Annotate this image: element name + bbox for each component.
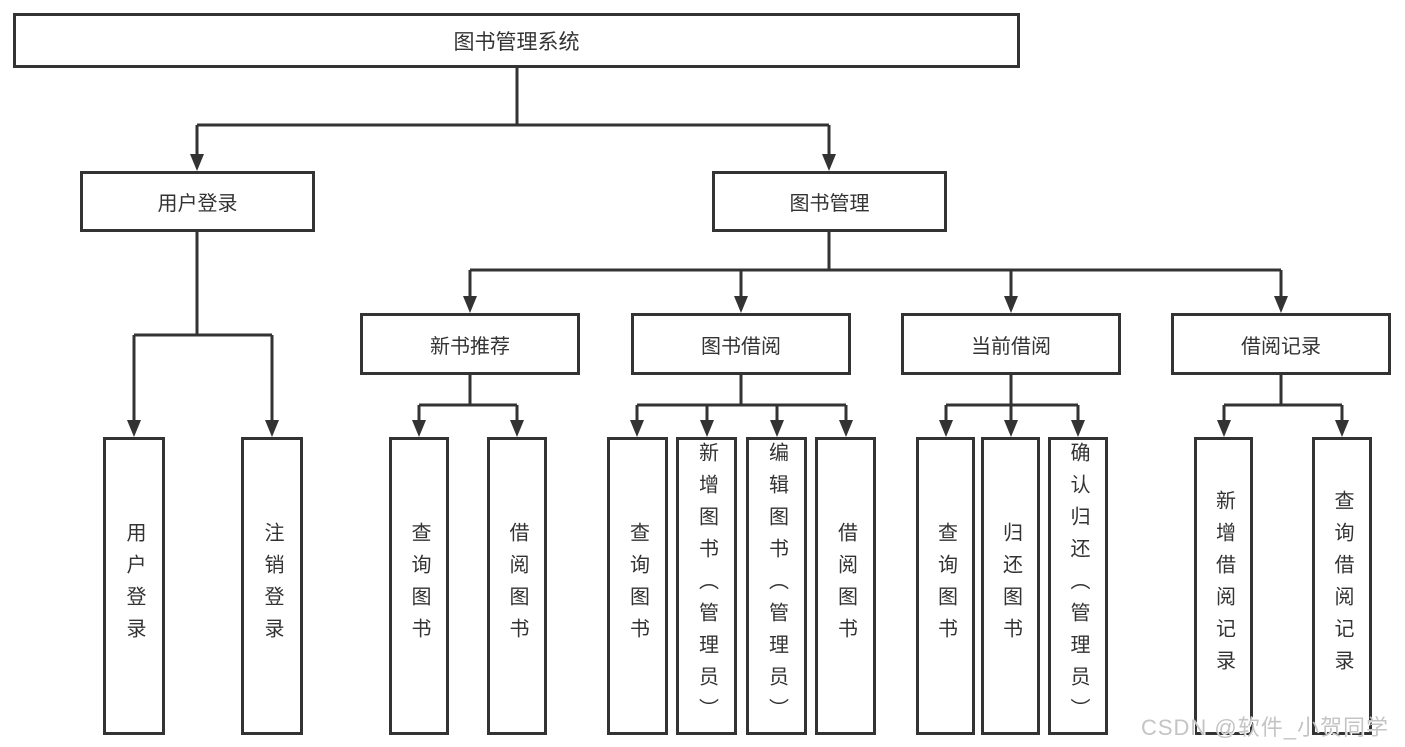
leaf-label: 借阅图书 <box>506 522 528 650</box>
node-label: 当前借阅 <box>971 335 1051 358</box>
connector-borrow-records <box>1222 375 1344 422</box>
node-label: 用户登录 <box>157 193 238 215</box>
node-new-book-recommend: 新书推荐 <box>360 313 580 375</box>
node-book-management: 图书管理 <box>712 171 947 232</box>
connector-book-borrow <box>635 375 848 422</box>
node-library-management-system: 图书管理系统 <box>13 13 1020 68</box>
arrowheads <box>127 154 1349 437</box>
leaf-label: 归还图书 <box>999 522 1022 650</box>
leaf-label: 借阅图书 <box>834 522 857 650</box>
leaf-label: 查询图书 <box>408 522 430 650</box>
leaf-label: 新增图书（管理员） <box>695 442 718 730</box>
leaf-query-books: 查询图书 <box>916 437 975 735</box>
leaf-label: 查询图书 <box>934 522 957 650</box>
leaf-label: 查询借阅记录 <box>1331 490 1353 682</box>
leaf-add-borrow-record: 新增借阅记录 <box>1194 437 1253 735</box>
csdn-watermark: CSDN @软件_小贺同学 <box>1140 715 1389 740</box>
leaf-query-books: 查询图书 <box>607 437 668 735</box>
leaf-return-books: 归还图书 <box>981 437 1040 735</box>
leaf-edit-books-admin: 编辑图书（管理员） <box>746 437 807 735</box>
connector-root <box>195 68 831 156</box>
connector-book-management <box>468 232 1283 298</box>
node-label: 新书推荐 <box>430 335 510 358</box>
node-label: 图书管理 <box>789 193 870 215</box>
leaf-add-books-admin: 新增图书（管理员） <box>676 437 737 735</box>
leaf-label: 新增借阅记录 <box>1212 490 1235 682</box>
node-current-borrow: 当前借阅 <box>901 313 1121 375</box>
leaf-label: 确认归还（管理员） <box>1067 442 1089 730</box>
connector-new-book <box>417 375 519 422</box>
node-book-borrow: 图书借阅 <box>631 313 851 375</box>
leaf-query-books: 查询图书 <box>389 437 449 735</box>
node-label: 借阅记录 <box>1241 335 1321 358</box>
connector-user-login <box>132 232 274 422</box>
node-user-login: 用户登录 <box>80 171 315 232</box>
leaf-logout: 注销登录 <box>241 437 303 735</box>
leaf-label: 查询图书 <box>626 522 649 650</box>
node-label: 图书借阅 <box>701 335 781 358</box>
node-label: 图书管理系统 <box>453 30 580 54</box>
leaf-label: 编辑图书（管理员） <box>765 442 788 730</box>
leaf-borrow-books: 借阅图书 <box>815 437 876 735</box>
connector-current-borrow <box>944 375 1080 422</box>
leaf-label: 注销登录 <box>261 522 283 650</box>
leaf-borrow-books: 借阅图书 <box>487 437 547 735</box>
node-borrow-records: 借阅记录 <box>1171 313 1391 375</box>
leaf-confirm-return-admin: 确认归还（管理员） <box>1048 437 1108 735</box>
leaf-query-borrow-record: 查询借阅记录 <box>1312 437 1372 735</box>
leaf-label: 用户登录 <box>123 522 145 650</box>
leaf-user-login: 用户登录 <box>103 437 165 735</box>
